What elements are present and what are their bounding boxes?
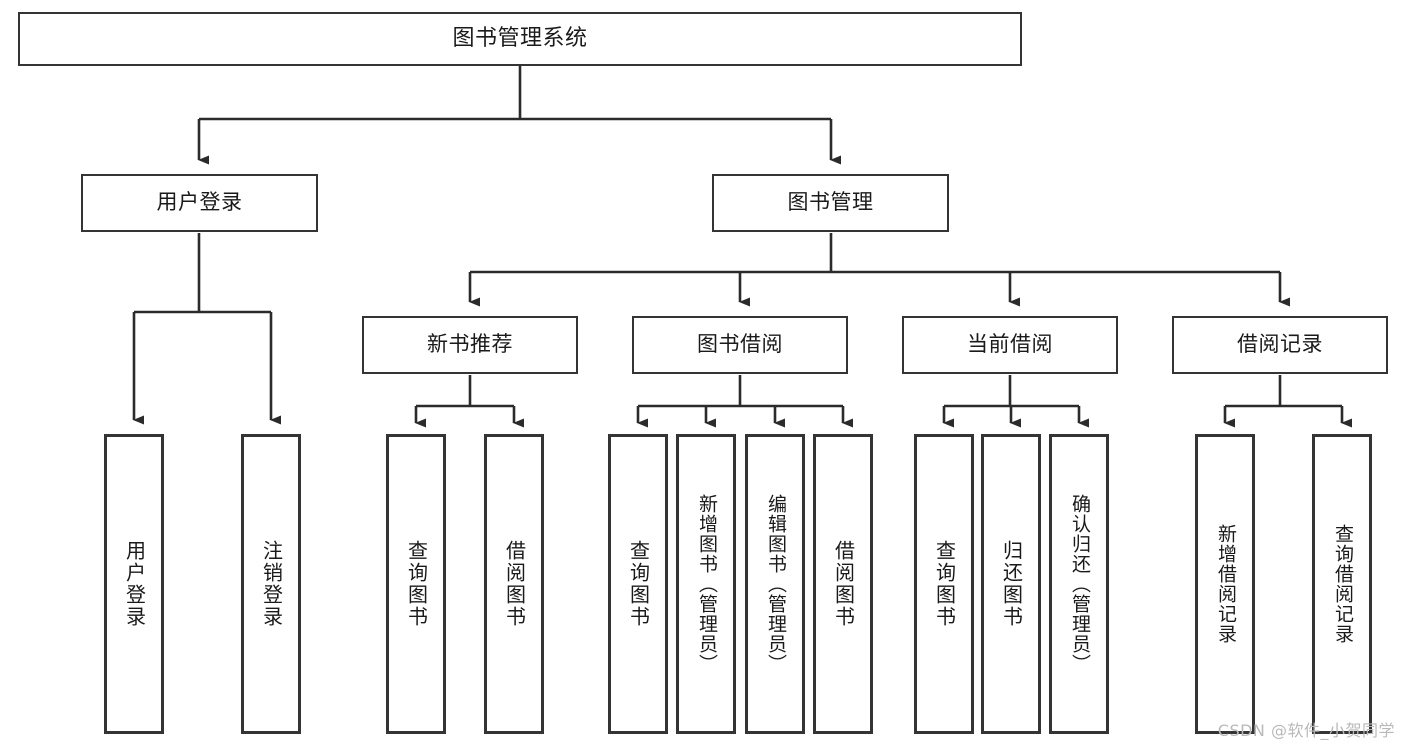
node-borrow-record[interactable]: 借阅记录	[1172, 316, 1388, 374]
node-label: 查询图书	[932, 540, 957, 628]
node-leaf-add-book-admin[interactable]: 新增图书（管理员）	[676, 434, 736, 734]
node-label: 查询借阅记录	[1331, 524, 1354, 644]
node-leaf-return-book[interactable]: 归还图书	[981, 434, 1041, 734]
node-label: 查询图书	[626, 540, 651, 628]
node-label: 确认归还（管理员）	[1068, 494, 1091, 674]
node-leaf-logout[interactable]: 注销登录	[241, 434, 301, 734]
node-leaf-confirm-return-admin[interactable]: 确认归还（管理员）	[1049, 434, 1109, 734]
node-label: 新书推荐	[427, 332, 513, 357]
node-current-borrow[interactable]: 当前借阅	[902, 316, 1118, 374]
node-root-system[interactable]: 图书管理系统	[18, 12, 1022, 66]
node-book-management[interactable]: 图书管理	[712, 174, 949, 232]
node-label: 归还图书	[999, 540, 1024, 628]
node-label: 图书管理系统	[452, 25, 588, 51]
node-label: 新增图书（管理员）	[695, 494, 718, 674]
node-label: 当前借阅	[967, 332, 1053, 357]
node-label: 借阅图书	[502, 540, 527, 628]
node-leaf-edit-book-admin[interactable]: 编辑图书（管理员）	[745, 434, 805, 734]
node-label: 图书借阅	[697, 332, 783, 357]
node-label: 借阅图书	[831, 540, 856, 628]
node-leaf-query-book-recommend[interactable]: 查询图书	[386, 434, 446, 734]
node-book-borrow[interactable]: 图书借阅	[632, 316, 848, 374]
node-label: 编辑图书（管理员）	[764, 494, 787, 674]
watermark-text: CSDN @软件_小贺同学	[1217, 721, 1395, 740]
node-user-login[interactable]: 用户登录	[81, 174, 318, 232]
node-label: 新增借阅记录	[1214, 524, 1237, 644]
node-leaf-borrow-book[interactable]: 借阅图书	[813, 434, 873, 734]
node-leaf-query-borrow-record[interactable]: 查询借阅记录	[1312, 434, 1372, 734]
node-leaf-query-book[interactable]: 查询图书	[608, 434, 668, 734]
node-leaf-add-borrow-record[interactable]: 新增借阅记录	[1195, 434, 1255, 734]
node-new-book-recommend[interactable]: 新书推荐	[362, 316, 578, 374]
node-leaf-user-login[interactable]: 用户登录	[104, 434, 164, 734]
node-leaf-query-book-current[interactable]: 查询图书	[914, 434, 974, 734]
node-label: 用户登录	[122, 540, 147, 628]
node-label: 查询图书	[404, 540, 429, 628]
node-label: 借阅记录	[1237, 332, 1323, 357]
node-label: 用户登录	[156, 190, 243, 215]
node-label: 图书管理	[787, 190, 874, 215]
node-label: 注销登录	[259, 540, 284, 628]
node-leaf-borrow-book-recommend[interactable]: 借阅图书	[484, 434, 544, 734]
